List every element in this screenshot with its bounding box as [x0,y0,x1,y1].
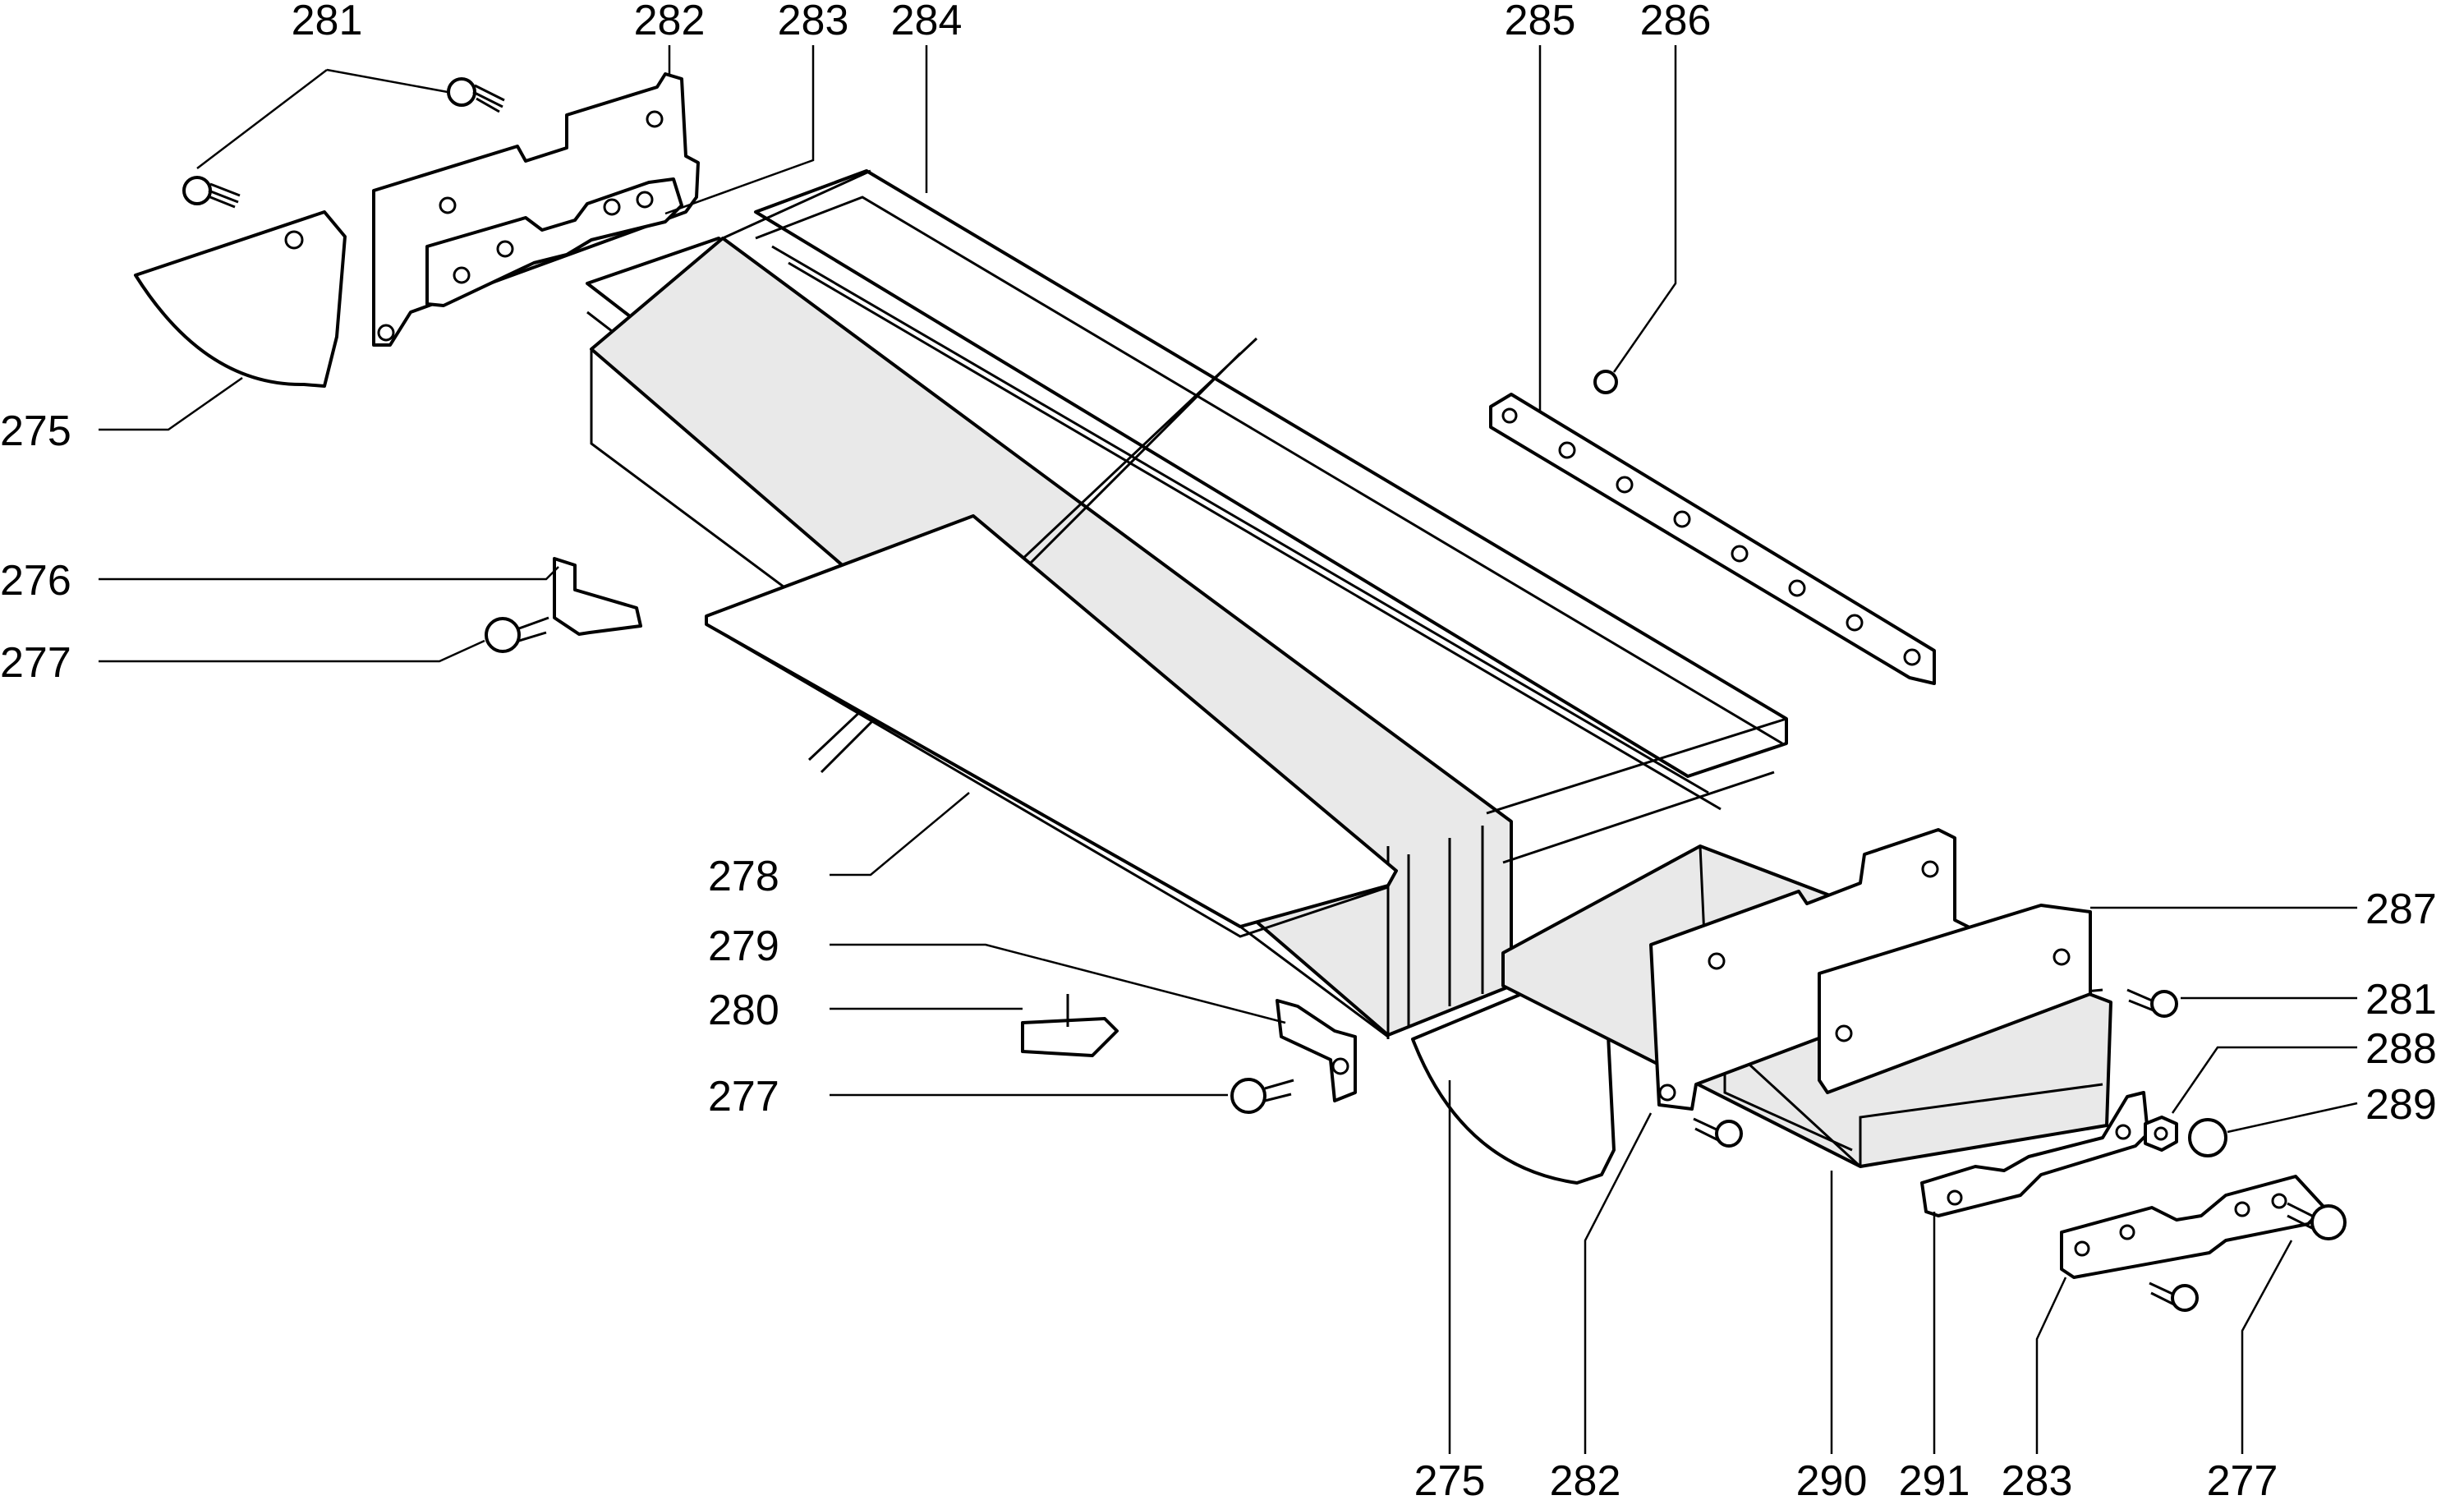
screw-left-upper [485,616,549,653]
label-279-left: 279 [708,923,779,970]
clamp-upper [553,557,642,636]
screw-top-2 [182,176,241,209]
label-281-top: 281 [292,0,363,44]
label-277-left-upper: 277 [0,639,71,687]
knob-screw [2287,1202,2347,1240]
label-281-right: 281 [2365,976,2437,1024]
washer [2188,1118,2227,1157]
label-282-top: 282 [634,0,706,44]
end-cap-left [134,210,347,388]
bracket-small [1920,1091,2149,1217]
label-277-left-lower: 277 [708,1073,779,1120]
plate-bottom [2060,1175,2326,1279]
label-285-top: 285 [1505,0,1576,44]
plate-left [425,177,683,307]
label-282-bottom: 282 [1550,1457,1621,1500]
screw-right-upper [2126,988,2178,1018]
label-287-right: 287 [2365,886,2437,933]
plate-right [1818,904,2092,1094]
screw-left-lower [1230,1078,1294,1114]
screw-center-lower [1693,1117,1743,1148]
label-275-bottom: 275 [1414,1457,1486,1500]
clamp-lower [1276,999,1357,1102]
label-275-left: 275 [0,407,71,455]
label-289-right: 289 [2365,1081,2437,1129]
label-283-bottom: 283 [2002,1457,2073,1500]
label-286-top: 286 [1640,0,1712,44]
label-280-left: 280 [708,987,779,1034]
label-276-left: 276 [0,557,71,605]
label-277-bottom: 277 [2207,1457,2278,1500]
label-291-bottom: 291 [1899,1457,1970,1500]
leader-lines [99,45,2358,1454]
bracket-right [1649,828,1973,1111]
label-290-bottom: 290 [1796,1457,1868,1500]
screw-top-1 [447,77,505,113]
screw-right-lower [2149,1281,2199,1312]
nut [2144,1116,2178,1152]
ball [1593,370,1618,394]
flat-plate [705,514,1398,938]
hole-strip [1489,393,1936,685]
label-283-top: 283 [778,0,849,44]
label-284-top: 284 [891,0,963,44]
pad [1021,994,1119,1057]
parts-drawing [134,72,2347,1312]
label-278-left: 278 [708,853,779,900]
label-288-right: 288 [2365,1025,2437,1073]
